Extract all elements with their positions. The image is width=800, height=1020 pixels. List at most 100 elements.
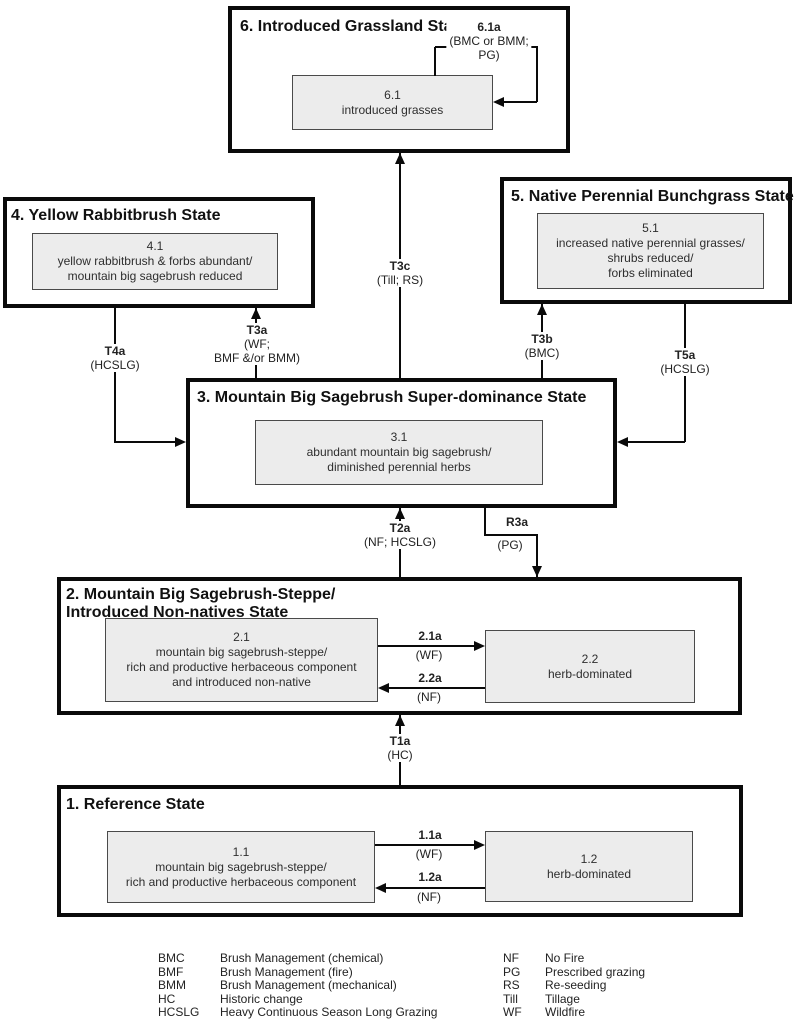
state-2-title-line2: Introduced Non-natives State <box>66 604 289 621</box>
legend-code: BMM <box>158 978 186 993</box>
community-4-1-id: 4.1 <box>146 239 164 253</box>
state-3-title: 3. Mountain Big Sagebrush Super-dominanc… <box>197 389 587 406</box>
community-2-2: 2.2 herb-dominated <box>485 630 695 703</box>
t21a-arrowhead <box>474 640 485 651</box>
state-box-1-reference: 1. Reference State 1.1 mountain big sage… <box>57 785 743 917</box>
r3a-line-vertical-1 <box>484 508 486 536</box>
transition-t5a-label: T5a (HCSLG) <box>657 348 713 376</box>
t5a-arrowhead <box>617 436 628 447</box>
legend-code: BMC <box>158 951 185 965</box>
t5a-line-horizontal <box>625 441 685 443</box>
transition-t3b-cause: (BMC) <box>524 346 560 360</box>
state-1-title: 1. Reference State <box>66 796 205 813</box>
community-1-1-line: mountain big sagebrush-steppe/ <box>155 859 327 874</box>
community-2-1-line: mountain big sagebrush-steppe/ <box>155 645 328 659</box>
transition-t5a-code: T5a <box>674 348 696 362</box>
legend-code: RS <box>503 978 520 993</box>
community-3-1-line: abundant mountain big sagebrush/ <box>306 445 492 459</box>
community-1-1-id: 1.1 <box>232 844 250 859</box>
transition-t61a-cause2: PG) <box>478 48 500 62</box>
community-1-1-line: rich and productive herbaceous component <box>125 874 357 889</box>
community-4-1-line: mountain big sagebrush reduced <box>67 269 243 283</box>
community-1-2: 1.2 herb-dominated <box>485 831 693 902</box>
transition-t1a-code: T1a <box>389 734 411 748</box>
transition-t2a-cause: (NF; HCSLG) <box>364 535 436 549</box>
t12a-arrowhead <box>375 882 386 893</box>
legend-code: Till <box>503 991 518 1006</box>
legend-row: BMM Brush Management (mechanical) <box>158 978 437 993</box>
community-6-1-id: 6.1 <box>384 87 401 102</box>
transition-r3a-cause: (PG) <box>497 538 523 552</box>
legend-code: HC <box>158 991 176 1006</box>
t2a-arrowhead <box>394 508 405 519</box>
t11a-arrowhead <box>474 839 485 850</box>
transition-t3a-cause1: (WF; <box>244 337 270 351</box>
transition-t1a-cause: (HC) <box>387 748 413 762</box>
transition-t4a-cause: (HCSLG) <box>90 358 140 372</box>
transition-t61a-cause1: (BMC or BMM; <box>449 34 529 48</box>
t4a-line-vertical <box>114 308 116 443</box>
r3a-arrowhead <box>531 566 542 577</box>
transition-t22a-cause: (NF) <box>417 690 441 704</box>
community-5-1-line: forbs eliminated <box>608 266 693 280</box>
transition-t3c-cause: (Till; RS) <box>376 273 424 287</box>
community-5-1-line: increased native perennial grasses/ <box>556 236 745 250</box>
legend-desc: Brush Management (chemical) <box>220 951 384 965</box>
community-3-1: 3.1 abundant mountain big sagebrush/ dim… <box>255 420 543 485</box>
legend-code: NF <box>503 951 519 965</box>
t3c-arrowhead <box>394 153 405 164</box>
transition-t21a-code: 2.1a <box>418 629 442 643</box>
community-5-1-id: 5.1 <box>642 221 659 235</box>
state-5-title: 5. Native Perennial Bunchgrass State <box>511 188 794 205</box>
transition-t3b-label: T3b (BMC) <box>521 332 563 360</box>
t22a-arrowhead <box>378 682 389 693</box>
transition-t21a-cause: (WF) <box>415 648 443 662</box>
community-4-1-line: yellow rabbitbrush & forbs abundant/ <box>57 254 253 268</box>
t4a-line-horizontal <box>115 441 179 443</box>
transition-t3b-code: T3b <box>531 332 553 346</box>
legend-desc: Brush Management (fire) <box>220 964 353 979</box>
transition-t3c-code: T3c <box>389 259 411 273</box>
transition-t11a-code: 1.1a <box>418 828 442 842</box>
t12a-line <box>382 887 485 889</box>
state-box-4-yellow-rabbitbrush: 4. Yellow Rabbitbrush State 4.1 yellow r… <box>3 197 315 308</box>
community-2-1-id: 2.1 <box>233 630 250 644</box>
transition-t22a-code: 2.2a <box>418 671 442 685</box>
transition-t3c-label: T3c (Till; RS) <box>373 259 427 287</box>
t4a-arrowhead <box>175 436 186 447</box>
community-2-2-id: 2.2 <box>581 651 599 666</box>
community-2-1-line: and introduced non-native <box>172 675 311 689</box>
transition-t2a-label: T2a (NF; HCSLG) <box>361 521 439 549</box>
transition-t3a-code: T3a <box>246 323 268 337</box>
r3a-line-horizontal <box>485 534 538 536</box>
transition-t1a-label: T1a (HC) <box>384 734 416 762</box>
community-2-2-line: herb-dominated <box>547 666 633 681</box>
legend-row: BMC Brush Management (chemical) <box>158 951 437 966</box>
t61a-loop-line-bottom <box>504 101 537 103</box>
t1a-arrowhead <box>394 715 405 726</box>
r3a-line-vertical-2 <box>536 534 538 577</box>
legend-desc: No Fire <box>545 951 585 965</box>
state-4-title: 4. Yellow Rabbitbrush State <box>11 207 221 224</box>
state-box-5-native-perennial-bunchgrass: 5. Native Perennial Bunchgrass State 5.1… <box>500 177 794 304</box>
state-6-title: 6. Introduced Grassland State <box>240 18 467 35</box>
legend-desc: Brush Management (mechanical) <box>220 978 397 993</box>
legend-row: NF No Fire <box>503 951 645 966</box>
community-2-1: 2.1 mountain big sagebrush-steppe/ rich … <box>105 618 378 702</box>
state-box-3-sagebrush-super-dominance: 3. Mountain Big Sagebrush Super-dominanc… <box>186 378 617 508</box>
legend-desc: Re-seeding <box>545 978 607 993</box>
community-6-1: 6.1 introduced grasses <box>292 75 493 130</box>
transition-r3a-code: R3a <box>505 515 529 529</box>
transition-t2a-code: T2a <box>389 521 411 535</box>
t11a-line <box>375 844 478 846</box>
transition-t3a-cause2: BMF &/or BMM) <box>214 351 300 365</box>
transition-t3a-label: T3a (WF; BMF &/or BMM) <box>211 323 303 365</box>
legend-code: WF <box>503 1005 522 1020</box>
legend-desc: Prescribed grazing <box>545 964 646 979</box>
